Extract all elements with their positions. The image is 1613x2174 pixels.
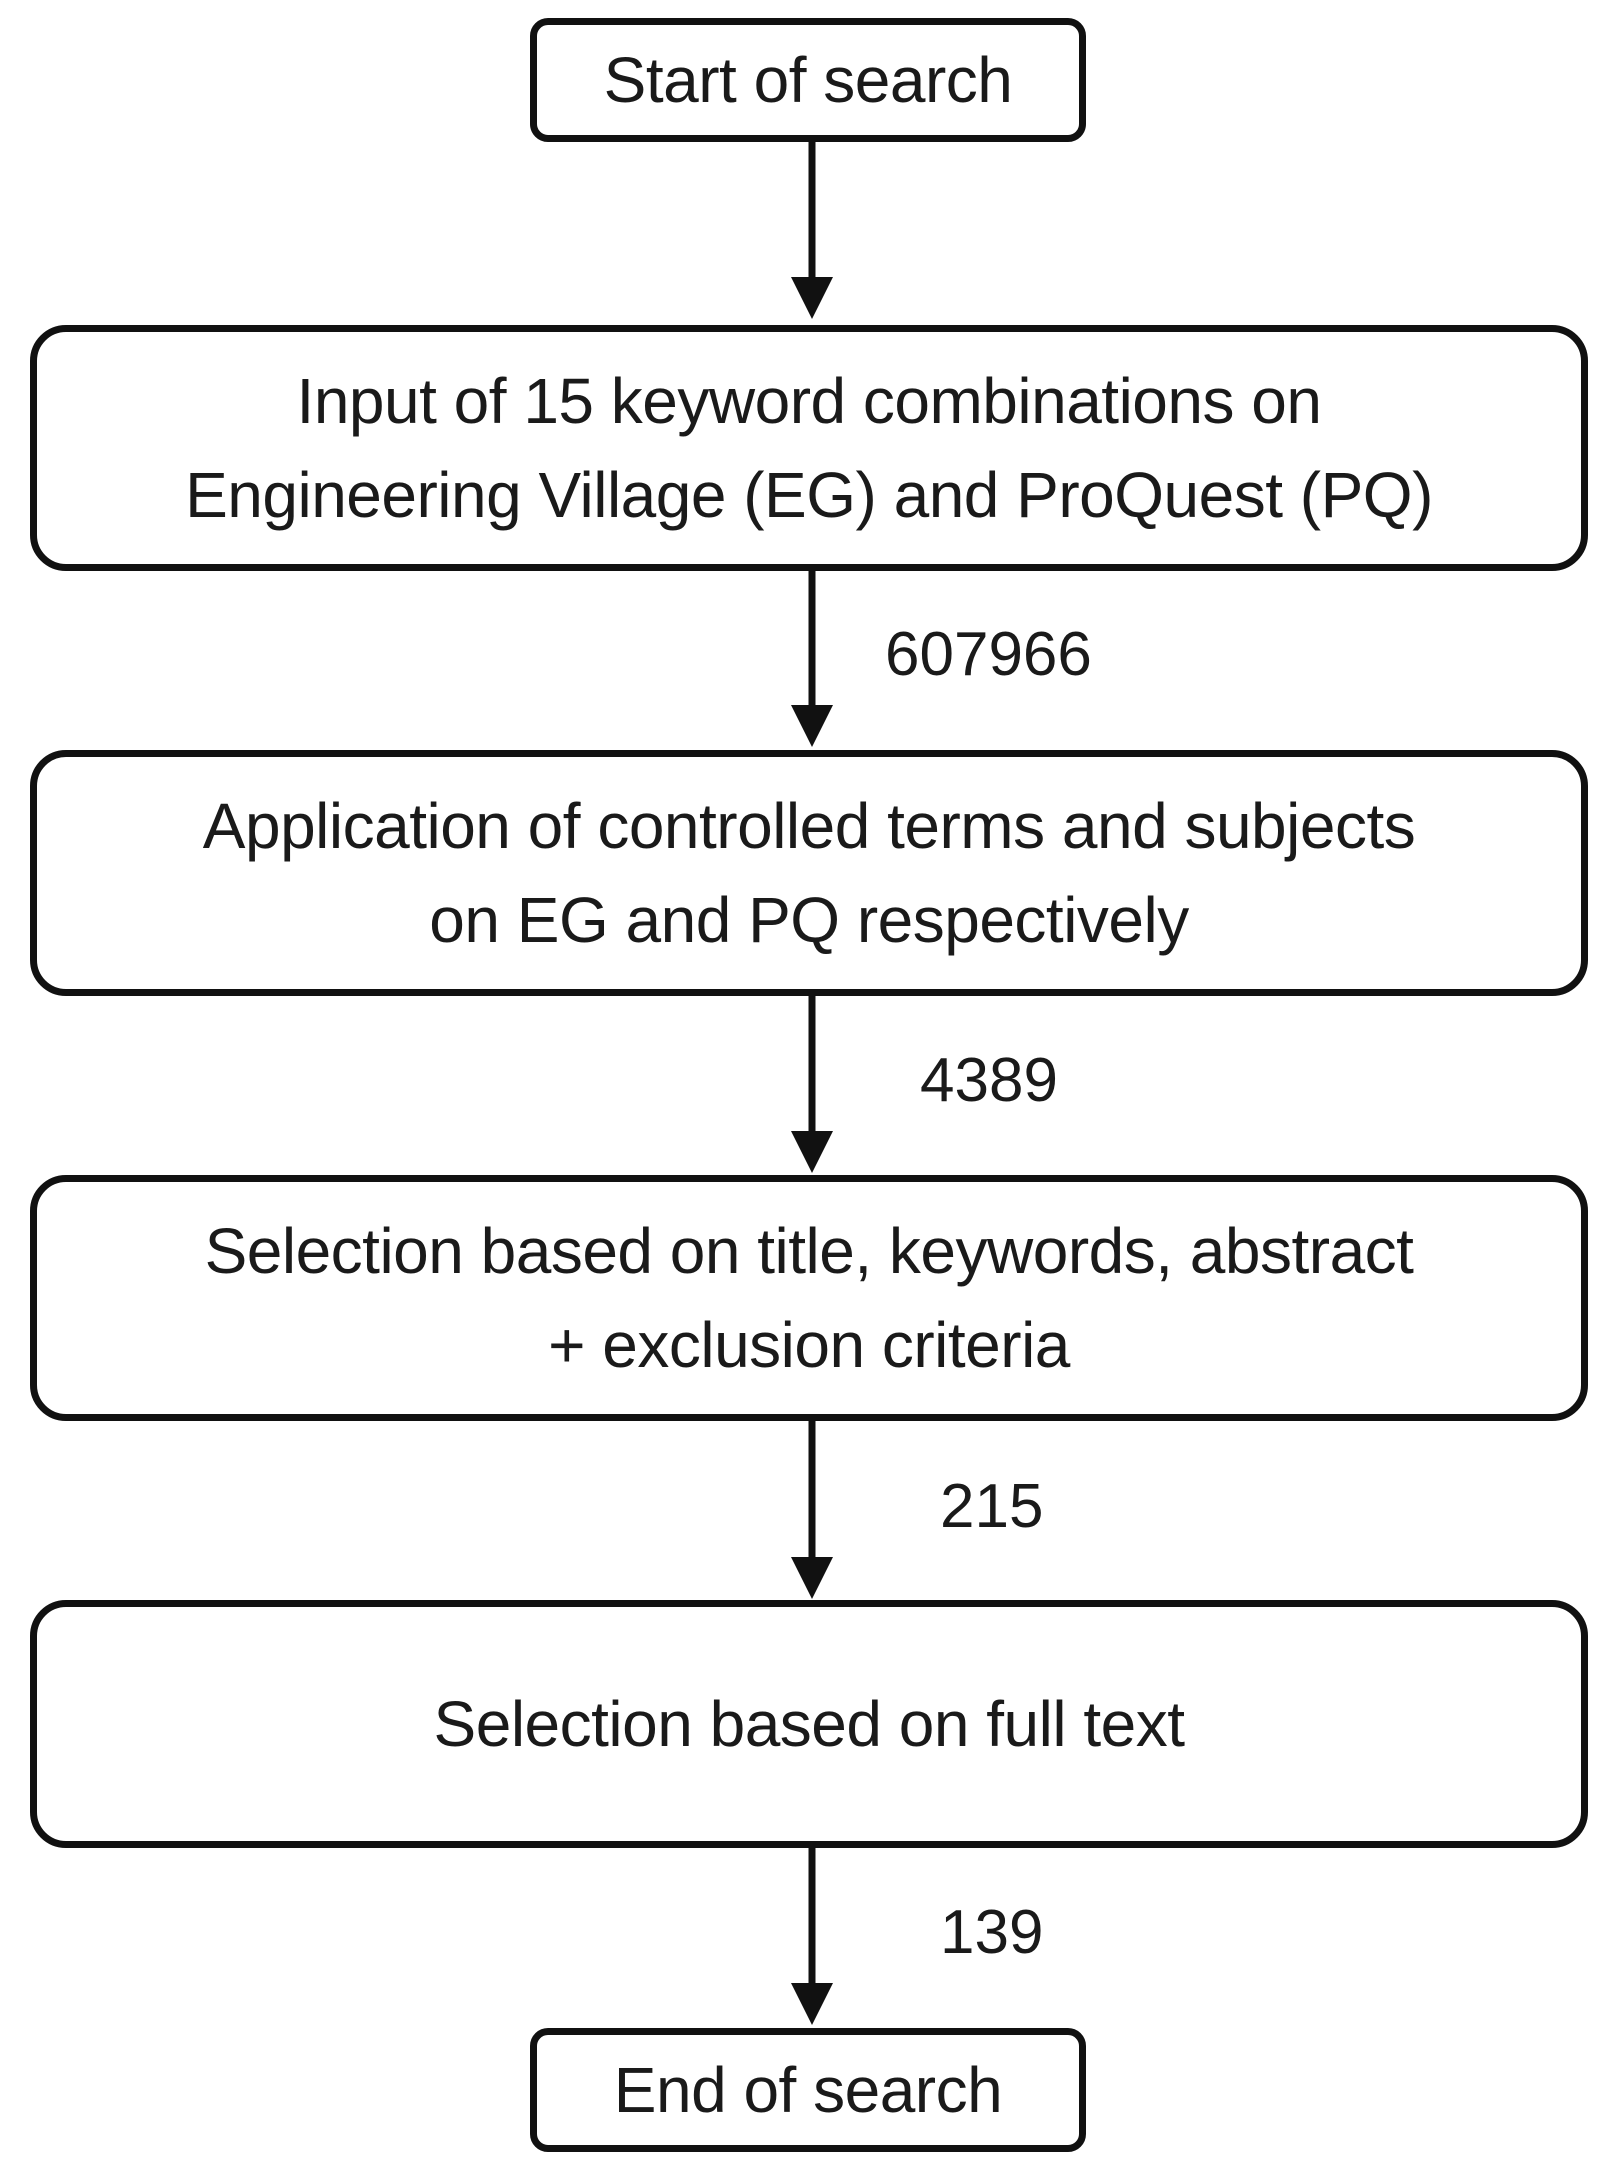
edge-label-139: 139: [940, 1898, 1044, 1967]
node-selection-abstract: Selection based on title, keywords, abst…: [30, 1175, 1588, 1421]
node-input-line-2: Engineering Village (EG) and ProQuest (P…: [185, 459, 1433, 531]
node-input-line-1: Input of 15 keyword combinations on: [296, 365, 1322, 437]
edge-label-607966: 607966: [885, 620, 1092, 689]
node-selection-fulltext: Selection based on full text: [30, 1600, 1588, 1848]
edge-label-215: 215: [940, 1472, 1044, 1541]
node-end-line-1: End of search: [613, 2054, 1003, 2126]
edge-label-4389: 4389: [920, 1046, 1058, 1115]
node-start-of-search: Start of search: [530, 18, 1086, 142]
node-application-line-2: on EG and PQ respectively: [429, 884, 1189, 956]
node-selection-fulltext-line-1: Selection based on full text: [433, 1688, 1185, 1760]
node-application-controlled-terms: Application of controlled terms and subj…: [30, 750, 1588, 996]
node-input-keyword-combinations: Input of 15 keyword combinations on Engi…: [30, 325, 1588, 571]
node-start-line-1: Start of search: [603, 44, 1013, 116]
node-selection-abstract-line-1: Selection based on title, keywords, abst…: [204, 1215, 1414, 1287]
node-application-line-1: Application of controlled terms and subj…: [202, 790, 1416, 862]
node-selection-abstract-line-2: + exclusion criteria: [548, 1309, 1070, 1381]
node-end-of-search: End of search: [530, 2028, 1086, 2152]
